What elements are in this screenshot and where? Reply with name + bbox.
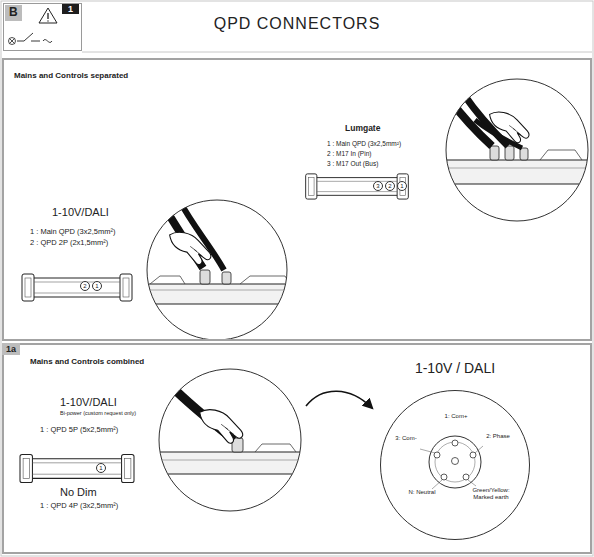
section-panel: Mains and Controls separated21321 bbox=[2, 58, 592, 341]
spec-label: 1 : Main QPD (3x2,5mm²) bbox=[327, 140, 401, 147]
spec-label: 1 : Main QPD (3x2,5mm²) bbox=[30, 228, 115, 237]
spec-label: 1-10V/DALI bbox=[60, 396, 117, 409]
spec-label: 3 : M17 Out (Bus) bbox=[327, 160, 378, 167]
device-name: Lumgate bbox=[345, 124, 380, 134]
connector-face bbox=[429, 436, 481, 488]
header-rule bbox=[82, 52, 592, 53]
detail-view bbox=[140, 198, 300, 304]
connector-face bbox=[452, 440, 458, 446]
detail-circle bbox=[159, 369, 301, 511]
fixture bbox=[20, 455, 134, 483]
detail-view bbox=[140, 290, 300, 291]
detail-view bbox=[150, 385, 310, 474]
section-letter: B bbox=[5, 5, 22, 21]
detail-circle bbox=[446, 79, 588, 221]
detail-view bbox=[490, 146, 499, 160]
curved-arrow bbox=[306, 391, 372, 408]
connector-face bbox=[435, 442, 475, 482]
node-text: 1 bbox=[93, 283, 101, 290]
node-text: 1 bbox=[97, 465, 105, 472]
spec-label: 1 : QPD 5P (5x2,5mm²) bbox=[40, 426, 118, 435]
detail-view bbox=[222, 272, 231, 284]
connector-face bbox=[475, 446, 483, 453]
connector-face bbox=[420, 436, 483, 489]
section-heading: Mains and Controls separated bbox=[14, 71, 128, 80]
callout-number: 1 bbox=[96, 463, 106, 473]
connector-face bbox=[432, 480, 442, 489]
detail-view bbox=[200, 410, 243, 444]
header-box: B1 bbox=[3, 3, 82, 51]
connector-detail: 1-10V / DALI1: Com+2: Phase3: Com-N: Neu… bbox=[380, 390, 530, 540]
diagram-title: QPD CONNECTORS bbox=[0, 15, 594, 33]
detail-view bbox=[520, 148, 528, 160]
node-text: 2 bbox=[81, 283, 89, 290]
pin-label: 3: Com- bbox=[394, 435, 418, 442]
detail-view bbox=[440, 160, 594, 184]
detail-heading: 1-10V / DALI bbox=[380, 360, 530, 376]
node-text: 1 bbox=[398, 183, 406, 190]
header-icons bbox=[47, 20, 48, 21]
section-heading: Mains and Controls combined bbox=[30, 357, 144, 366]
detail-circle bbox=[147, 200, 287, 340]
node-text: 3 bbox=[374, 183, 382, 190]
connector-face bbox=[441, 474, 447, 480]
callout-number: 3 bbox=[373, 181, 383, 191]
connector-face bbox=[452, 458, 459, 465]
detail-view bbox=[440, 96, 594, 184]
section-tag: 1a bbox=[2, 343, 20, 355]
spec-label: 2 : M17 In (Pin) bbox=[327, 150, 371, 157]
detail-view bbox=[540, 150, 582, 160]
node-text: 2 bbox=[386, 183, 394, 190]
detail-view bbox=[150, 460, 310, 461]
callout-number: 1 bbox=[92, 281, 102, 291]
connector-face bbox=[463, 474, 469, 480]
connector-face bbox=[420, 449, 435, 453]
spec-label: Bi-power (custom request only) bbox=[60, 410, 136, 416]
spec-label: No Dim bbox=[60, 486, 97, 499]
spec-label: 1-10V/DALI bbox=[52, 206, 109, 219]
detail-view bbox=[140, 284, 300, 304]
spec-label: 1 : QPD 4P (3x2,5mm²) bbox=[40, 502, 118, 511]
header-icons bbox=[10, 39, 15, 44]
header-icons bbox=[39, 8, 57, 23]
pin-label: Green/Yellow: Marked earth bbox=[469, 487, 513, 500]
detail-view bbox=[440, 168, 594, 169]
detail-view bbox=[170, 232, 211, 264]
pin-label: N: Neutral bbox=[407, 489, 437, 496]
detail-view bbox=[150, 276, 290, 284]
detail-view bbox=[505, 146, 514, 160]
section-panel: 1aMains and Controls combined 1 1-10V / DA… bbox=[2, 343, 592, 554]
callout-number: 2 bbox=[80, 281, 90, 291]
fixture bbox=[306, 174, 409, 199]
header-icons bbox=[9, 38, 16, 45]
fixture bbox=[22, 274, 132, 301]
detail-view bbox=[200, 270, 210, 284]
callout-number: 1 bbox=[397, 181, 407, 191]
detail-view bbox=[150, 452, 310, 474]
pin-label: 1: Com+ bbox=[443, 413, 469, 420]
header-icons bbox=[43, 40, 52, 43]
detail-view bbox=[490, 112, 529, 143]
header-icons bbox=[47, 13, 48, 19]
detail-view bbox=[255, 444, 296, 452]
step-number: 1 bbox=[62, 4, 79, 14]
spec-label: 2 : QPD 2P (2x1,5mm²) bbox=[30, 239, 108, 248]
pin-label: 2: Phase bbox=[485, 433, 511, 440]
connector-face bbox=[468, 480, 476, 486]
callout-number: 2 bbox=[385, 181, 395, 191]
header-icons bbox=[17, 33, 40, 41]
